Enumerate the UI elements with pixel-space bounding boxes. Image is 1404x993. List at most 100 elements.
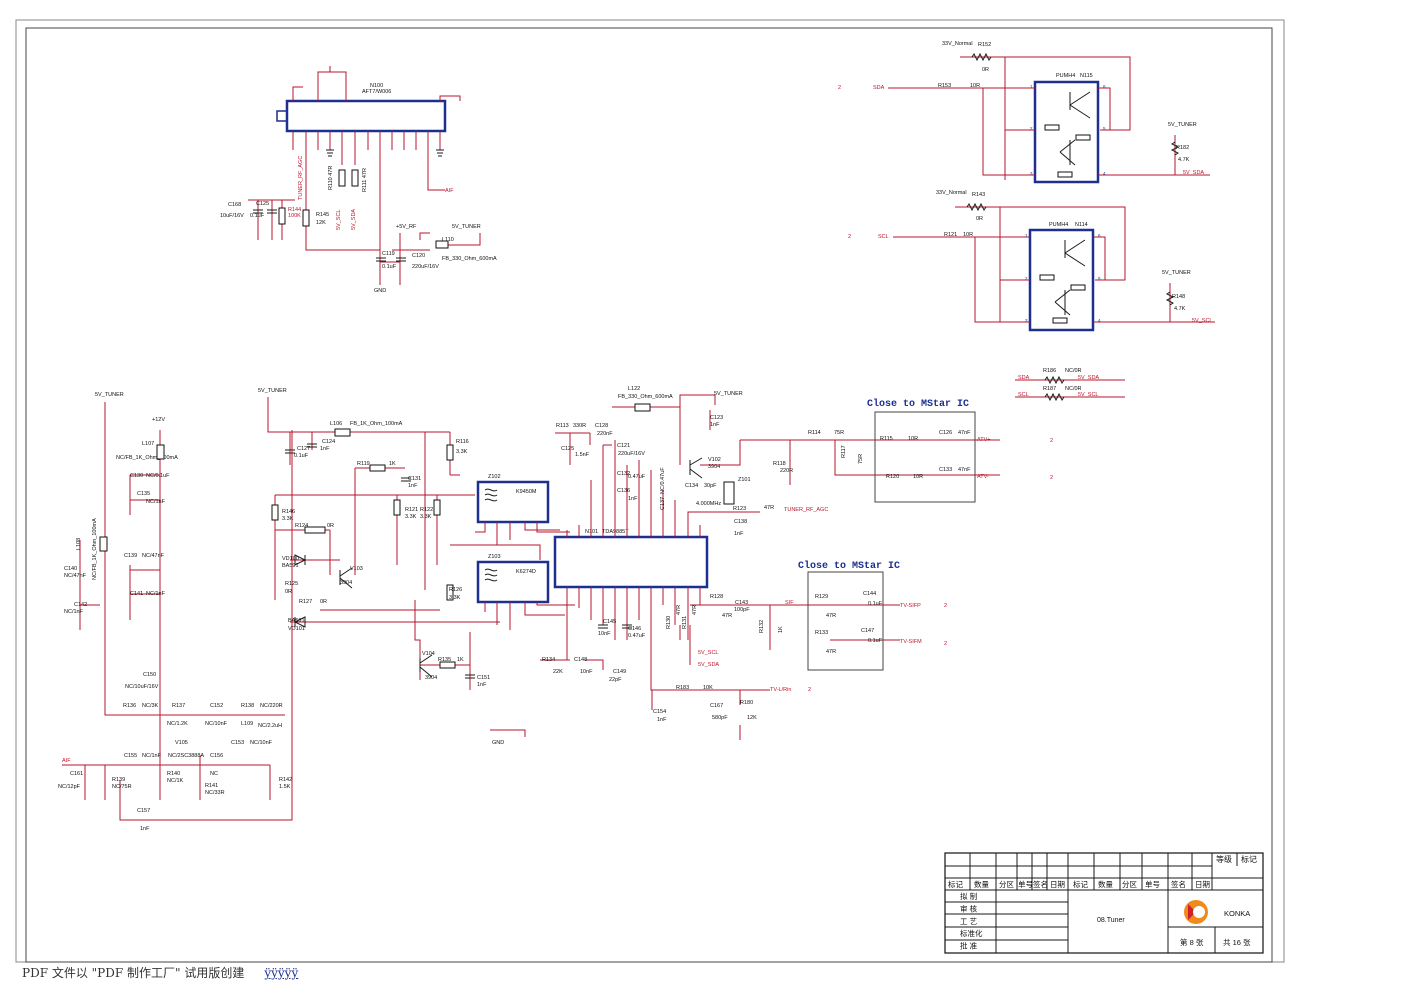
net-atv-minus: ATV- — [977, 474, 989, 480]
svg-text:4: 4 — [1098, 318, 1101, 323]
net-5v-tuner-4: 5V_TUNER — [258, 388, 287, 394]
r139-val: NC/75R — [112, 784, 132, 790]
r187-net-r: 5V_SCL — [1078, 392, 1099, 398]
r119-val: 1K — [389, 461, 396, 467]
r182-label: R182 — [1176, 145, 1189, 151]
gnd-2: GND — [492, 740, 504, 746]
n101-ref: N101 — [585, 529, 598, 535]
n114-part: PUMH4 — [1049, 222, 1068, 228]
c145-label: C145 — [603, 619, 616, 625]
r152-label: R152 — [978, 42, 991, 48]
n101-sda: 5V_SDA — [698, 662, 719, 668]
net-tv-lrin: TV-L/Rin — [770, 687, 791, 693]
r138-label: R138 — [241, 703, 254, 709]
c119-val: 0.1uF — [382, 264, 397, 270]
c143-label: C143 — [735, 600, 748, 606]
svg-text:5: 5 — [1098, 276, 1101, 281]
vd100-val: BA591 — [282, 563, 299, 569]
svg-text:2: 2 — [1030, 126, 1033, 131]
tb-revision-headers: 标记数量分区单号签名日期标记数量分区单号签名日期 — [948, 879, 1210, 889]
footer-link[interactable]: ÿÿÿÿÿ — [264, 966, 299, 980]
c134-label: C134 — [685, 483, 698, 489]
l110-label: L110 — [442, 237, 454, 243]
sheet-ref-2c: 2 — [1050, 438, 1053, 444]
tb-rev-header: 日期 — [1050, 880, 1065, 889]
net-sda-in: SDA — [873, 85, 885, 91]
net-5v-sda-out: 5V_SDA — [1183, 170, 1204, 176]
pdf-footer: PDF 文件以 "PDF 制作工厂" 试用版创建 ÿÿÿÿÿ — [22, 964, 298, 981]
r135-label: R135 — [438, 657, 451, 663]
net-scl-in: SCL — [878, 234, 889, 240]
l107-label: L107 — [142, 441, 154, 447]
tb-rev-header: 标记 — [1073, 879, 1089, 889]
c167-label: C167 — [710, 703, 723, 709]
c161-label: C161 — [70, 771, 83, 777]
l109-val: NC/2.2uH — [258, 723, 282, 729]
c142-val: NC/1nF — [64, 609, 84, 615]
c119-label: C119 — [382, 251, 395, 257]
c154-val: 1nF — [657, 717, 667, 723]
nc-filter-section: 5V_TUNER +12V L107 NC/FB_1K_Ohm_100mA C1… — [58, 392, 526, 832]
svg-text:6: 6 — [1103, 84, 1106, 89]
z103-ref: Z103 — [488, 554, 501, 560]
sheet-ref-2e: 2 — [944, 603, 947, 609]
vd100-label: VD100 — [282, 556, 299, 562]
svg-text:4: 4 — [1103, 171, 1106, 176]
l110-val: FB_330_Ohm_600mA — [442, 256, 497, 262]
net-5v-tuner-6: 5V_TUNER — [95, 392, 124, 398]
net-5v-rf: +5V_RF — [396, 224, 417, 230]
z101-val: 4.000MHz — [696, 501, 721, 507]
c157-val: 1nF — [140, 826, 150, 832]
z103-part: K6274D — [516, 569, 536, 575]
sheet-ref-2d: 2 — [1050, 475, 1053, 481]
r186-net-r: 5V_SDA — [1078, 375, 1099, 381]
sheet-ref-2a: 2 — [838, 85, 841, 91]
tb-grade-label: 等级 — [1216, 854, 1232, 864]
r186-net-l: SDA — [1018, 375, 1030, 381]
aif-net-left: AIF — [62, 758, 71, 764]
net-tv-sifm: TV-SIFM — [900, 639, 922, 645]
tb-rev-header: 数量 — [974, 879, 989, 889]
gnd-1: GND — [374, 288, 386, 294]
n115-ref: N115 — [1080, 73, 1093, 79]
c137-val: NC/0.47uF — [660, 467, 666, 494]
svg-text:1: 1 — [1030, 84, 1033, 89]
c136-label: C136 — [617, 488, 630, 494]
net-plus12v: +12V — [152, 417, 165, 423]
tb-rev-header: 日期 — [1195, 880, 1210, 889]
r114-label: R114 — [808, 430, 821, 436]
r131-label: R131 — [682, 616, 688, 629]
c161-val: NC/12pF — [58, 784, 81, 790]
c148-label: C148 — [574, 657, 587, 663]
r140-label: R140 — [167, 771, 180, 777]
r110-label: R110 47R — [328, 166, 334, 190]
tb-rev-header: 标记 — [948, 879, 963, 889]
r121a-label: R121 — [405, 507, 418, 513]
c120-label: C120 — [412, 253, 425, 259]
c138-val: 1nF — [734, 531, 744, 537]
r114-val: 75R — [834, 430, 844, 436]
c148-val: 10nF — [580, 669, 593, 675]
c150-label: C150 — [143, 672, 156, 678]
v105-label: V105 — [175, 740, 188, 746]
r118-label: R118 — [773, 461, 786, 467]
agc-net-if: TUNER_RF_AGC — [784, 507, 828, 513]
c134-val: 30pF — [704, 483, 717, 489]
r116-val: 3.3K — [456, 449, 468, 455]
c136-val: 1nF — [628, 496, 638, 502]
r136-label: R136 — [123, 703, 136, 709]
r152-val: 0R — [982, 67, 989, 73]
n101-part: TDA9885T — [602, 529, 629, 535]
c168-label: C168 — [228, 202, 241, 208]
r113-label: R113 — [556, 423, 569, 429]
r121b-val: 10R — [963, 232, 973, 238]
r135-val: 1K — [457, 657, 464, 663]
r141-val: NC/33R — [205, 790, 225, 796]
v103-val: 3904 — [340, 580, 352, 586]
footer-text: PDF 文件以 "PDF 制作工厂" 试用版创建 — [22, 966, 245, 980]
c142-label: C142 — [74, 602, 87, 608]
tb-page-number: 第 8 张 — [1180, 937, 1204, 947]
c167-val: 580pF — [712, 715, 728, 721]
c127-val: 0.1uF — [294, 453, 309, 459]
